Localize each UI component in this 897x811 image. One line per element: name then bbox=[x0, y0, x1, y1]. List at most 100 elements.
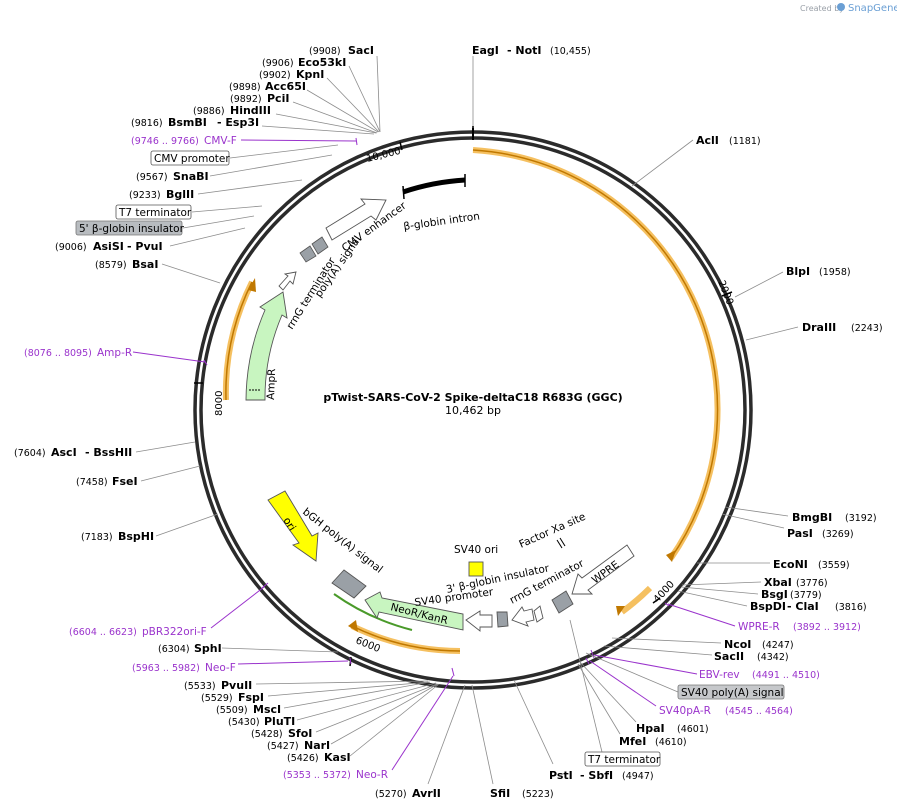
enzyme-avrii[interactable]: (5270) AvrII bbox=[375, 684, 466, 800]
svg-text:AmpR: AmpR bbox=[265, 368, 278, 400]
enzyme-sphi[interactable]: (6304) SphI bbox=[158, 642, 339, 655]
svg-text:(2243): (2243) bbox=[851, 323, 883, 334]
enzyme-econi[interactable]: EcoNI (3559) bbox=[697, 558, 850, 571]
svg-text:rrnG terminator: rrnG terminator bbox=[284, 255, 338, 332]
svg-text:FseI: FseI bbox=[112, 475, 138, 488]
enzyme-acc65i[interactable]: (9898) Acc65I bbox=[229, 80, 379, 133]
enzyme-draiii[interactable]: DraIII (2243) bbox=[745, 321, 883, 341]
enzyme-bspdi[interactable]: BspDI - ClaI (3816) bbox=[677, 590, 867, 613]
enzyme-bsmbi[interactable]: (9816) BsmBI - Esp3I bbox=[131, 116, 375, 135]
ampr-orf-arc bbox=[222, 278, 256, 401]
svg-text:- PvuI: - PvuI bbox=[127, 240, 163, 253]
svg-text:(4491 .. 4510): (4491 .. 4510) bbox=[752, 670, 820, 681]
enzyme-hindiii[interactable]: (9886) HindIII bbox=[193, 104, 377, 134]
enzyme-sfii[interactable]: SfiI (5223) bbox=[471, 684, 554, 800]
primer-cmv-f[interactable]: (9746 .. 9766) CMV-F bbox=[131, 135, 357, 147]
svg-text:(1958): (1958) bbox=[819, 267, 851, 278]
enzyme-eagi[interactable]: EagI - NotI (10,455) bbox=[472, 44, 591, 128]
spike-orf bbox=[472, 147, 721, 616]
enzyme-bsphi[interactable]: (7183) BspHI bbox=[81, 513, 219, 543]
enzyme-blpi[interactable]: BlpI (1958) bbox=[734, 265, 851, 298]
svg-text:PstI: PstI bbox=[549, 769, 573, 782]
enzyme-pvuii[interactable]: (5533) PvuII bbox=[184, 679, 429, 692]
feature-factor-xa-site[interactable]: Factor Xa site bbox=[517, 511, 587, 551]
svg-text:Neo-R: Neo-R bbox=[356, 769, 388, 781]
enzyme-xbai[interactable]: XbaI (3776) bbox=[681, 576, 828, 589]
svg-text:HpaI: HpaI bbox=[636, 722, 665, 735]
primer-wpre-r[interactable]: WPRE-R (3892 .. 3912) bbox=[667, 603, 861, 633]
primer-pbr322ori-f[interactable]: (6604 .. 6623) pBR322ori-F bbox=[69, 586, 265, 638]
credit-text: Created by bbox=[800, 4, 844, 13]
svg-text:(5426): (5426) bbox=[287, 753, 319, 764]
enzyme-saci[interactable]: (9908) SacI bbox=[309, 44, 381, 133]
svg-text:(3779): (3779) bbox=[790, 590, 822, 601]
feature-beta-globin-intron[interactable]: β-globin intron bbox=[402, 174, 481, 233]
enzyme-bsai[interactable]: (8579) BsaI bbox=[95, 258, 221, 284]
enzyme-bmgbi[interactable]: BmgBI (3192) bbox=[724, 506, 877, 524]
svg-text:(9746 .. 9766): (9746 .. 9766) bbox=[131, 136, 199, 147]
enzyme-acli[interactable]: AclI (1181) bbox=[631, 134, 761, 187]
feature-ori[interactable]: ori bbox=[267, 490, 319, 562]
enzyme-hpai[interactable]: HpaI (4601) bbox=[579, 661, 709, 735]
enzyme-eco53ki[interactable]: (9906) Eco53kI bbox=[262, 56, 381, 133]
enzyme-bglii[interactable]: (9233) BglII bbox=[129, 179, 303, 201]
svg-text:BmgBI: BmgBI bbox=[792, 511, 832, 524]
enzyme-pasi[interactable]: PasI (3269) bbox=[721, 513, 854, 540]
svg-text:Neo-F: Neo-F bbox=[205, 662, 236, 674]
svg-text:(4610): (4610) bbox=[655, 737, 687, 748]
feature-sv40-polya-right-label[interactable]: SV40 poly(A) signal bbox=[585, 652, 785, 700]
feature-sv40-polya-box[interactable] bbox=[551, 590, 574, 614]
svg-text:(7183): (7183) bbox=[81, 532, 113, 543]
enzyme-kpni[interactable]: (9902) KpnI bbox=[259, 68, 380, 133]
feature-cmv-promoter-label[interactable]: CMV promoter bbox=[150, 144, 339, 166]
svg-text:Acc65I: Acc65I bbox=[265, 80, 306, 93]
svg-text:(9892): (9892) bbox=[230, 94, 262, 105]
enzyme-kasi[interactable]: (5426) KasI bbox=[287, 683, 440, 764]
svg-text:- ClaI: - ClaI bbox=[787, 600, 819, 613]
enzyme-pcii[interactable]: (9892) PciI bbox=[230, 92, 378, 134]
primer-neo-r[interactable]: (5353 .. 5372) Neo-R bbox=[283, 675, 454, 781]
svg-text:Amp-R: Amp-R bbox=[97, 347, 132, 359]
svg-text:SV40 poly(A) signal: SV40 poly(A) signal bbox=[681, 687, 784, 699]
enzyme-sfoi[interactable]: (5428) SfoI bbox=[251, 683, 438, 740]
feature-ampr[interactable]: AmpR bbox=[245, 291, 288, 401]
enzyme-mfei[interactable]: MfeI (4610) bbox=[577, 663, 687, 748]
svg-text:BspHI: BspHI bbox=[118, 530, 154, 543]
feature-t7-terminator-left-label[interactable]: T7 terminator bbox=[115, 204, 263, 220]
plasmid-name: pTwist-SARS-CoV-2 Spike-deltaC18 R683G (… bbox=[323, 391, 622, 404]
svg-text:CMV promoter: CMV promoter bbox=[154, 153, 230, 165]
enzyme-fspi[interactable]: (5529) FspI bbox=[201, 681, 430, 704]
enzyme-pluti[interactable]: (5430) PluTI bbox=[228, 682, 437, 728]
feature-sv40-ori[interactable]: SV40 ori bbox=[454, 544, 498, 577]
svg-text:(3776): (3776) bbox=[796, 578, 828, 589]
svg-text:SfoI: SfoI bbox=[288, 727, 312, 740]
primer-ebv-rev[interactable]: EBV-rev (4491 .. 4510) bbox=[593, 654, 820, 681]
enzyme-fsei[interactable]: (7458) FseI bbox=[76, 465, 201, 488]
feature-t7-terminator-bottom-label[interactable]: T7 terminator bbox=[569, 619, 661, 767]
svg-text:AscI: AscI bbox=[51, 446, 77, 459]
enzyme-bsgi[interactable]: BsgI (3779) bbox=[680, 586, 822, 601]
svg-text:SnaBI: SnaBI bbox=[173, 170, 209, 183]
svg-text:(9233): (9233) bbox=[129, 190, 161, 201]
enzyme-asci[interactable]: (7604) AscI - BssHII bbox=[14, 441, 196, 459]
svg-text:(5529): (5529) bbox=[201, 693, 233, 704]
enzyme-msci[interactable]: (5509) MscI bbox=[216, 681, 431, 716]
svg-text:(3269): (3269) bbox=[822, 529, 854, 540]
enzyme-psti[interactable]: PstI - SbfI (4947) bbox=[513, 679, 654, 782]
svg-text:(4247): (4247) bbox=[762, 640, 794, 651]
primer-amp-r[interactable]: (8076 .. 8095) Amp-R bbox=[24, 347, 206, 363]
enzyme-asisi[interactable]: (9006) AsiSI - PvuI bbox=[55, 227, 246, 253]
enzyme-sacii[interactable]: SacII (4342) bbox=[603, 645, 789, 663]
brand-text: SnapGene bbox=[848, 3, 897, 14]
enzyme-snabi[interactable]: (9567) SnaBI bbox=[136, 154, 333, 183]
enzyme-nari[interactable]: (5427) NarI bbox=[267, 683, 439, 752]
svg-text:WPRE-R: WPRE-R bbox=[738, 621, 780, 633]
primer-sv40pa-r[interactable]: SV40pA-R (4545 .. 4564) bbox=[589, 660, 793, 717]
enzyme-ncoi[interactable]: NcoI (4247) bbox=[611, 637, 794, 651]
feature-5-globin-insulator-label[interactable]: 5' β-globin insulator bbox=[75, 215, 255, 236]
primer-neo-f[interactable]: (5963 .. 5982) Neo-F bbox=[132, 660, 349, 674]
svg-text:AvrII: AvrII bbox=[412, 787, 441, 800]
svg-text:(5353 .. 5372): (5353 .. 5372) bbox=[283, 770, 351, 781]
svg-text:EcoNI: EcoNI bbox=[773, 558, 808, 571]
feature-cmv-enhancer[interactable]: CMV enhancer bbox=[325, 198, 409, 254]
